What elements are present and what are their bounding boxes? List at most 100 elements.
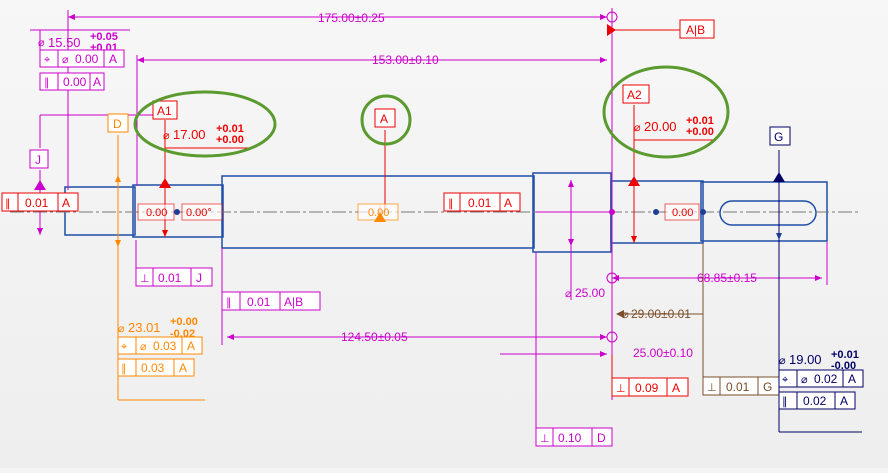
svg-text:⌀: ⌀ [38, 37, 45, 49]
dim-overall[interactable]: 175.00±0.25 [318, 11, 385, 25]
axis-label-left2[interactable]: 0.00° [186, 207, 212, 219]
fcf-par-mid-datum: A [504, 196, 512, 210]
fcf-perp-d-datum: D [597, 431, 606, 445]
fcf-pos-15-value: 0.00 [75, 52, 99, 66]
fcf-par-mid[interactable] [443, 192, 521, 212]
fcf-par-23-value: 0.03 [141, 361, 165, 375]
dia-15-upper: +0.05 [90, 31, 118, 43]
svg-text:⌀: ⌀ [163, 130, 170, 142]
highlight-a1 [133, 90, 277, 158]
fcf-perp-g-datum: G [763, 380, 772, 394]
datum-j-box[interactable] [29, 149, 49, 169]
axis-label-left1[interactable]: 0.00 [146, 207, 167, 219]
magenta-dims [30, 8, 828, 445]
dim-keyway[interactable]: 68.85±0.15 [697, 271, 757, 285]
fcf-par-23-datum: A [179, 361, 187, 375]
position-icon: ⌖ [782, 374, 788, 386]
fcf-perp-d-value: 0.10 [558, 431, 582, 445]
parallelism-icon: ∥ [448, 198, 454, 210]
dia-17-upper: +0.01 [216, 123, 244, 135]
dia-19-lower: -0.00 [831, 360, 856, 372]
fcf-par-mid-value: 0.01 [468, 196, 492, 210]
datum-d-label: D [113, 117, 122, 131]
axis-label-right[interactable]: 0.00 [672, 207, 693, 219]
datum-a1-box[interactable] [152, 100, 178, 120]
position-icon: ⌖ [44, 54, 50, 66]
position-icon: ⌖ [121, 341, 127, 353]
fcf-pos-15-datum: A [109, 52, 117, 66]
svg-text:⌀: ⌀ [118, 323, 125, 335]
fcf-pos-23-datum: A [187, 339, 195, 353]
dim-step[interactable]: 29.00±0.01 [631, 307, 691, 321]
fcf-par-ab[interactable] [221, 291, 321, 311]
dia-20-lower: +0.00 [686, 126, 714, 138]
dim-dia25[interactable]: 25.00 [575, 286, 605, 300]
datum-a1-label: A1 [157, 104, 172, 118]
highlight-a [360, 94, 412, 146]
svg-text:⌀: ⌀ [634, 122, 641, 134]
target-circle [606, 331, 618, 343]
fcf-perp-d[interactable] [535, 427, 613, 447]
dia-23-upper: +0.00 [170, 316, 198, 328]
fcf-perp-a[interactable] [611, 377, 689, 397]
target-circle [606, 11, 618, 23]
parallelism-icon: ∥ [121, 363, 127, 375]
parallelism-icon: ∥ [782, 396, 788, 408]
fcf-pos-19-value: 0.02 [814, 372, 838, 386]
datum-j-label: J [35, 153, 41, 167]
perpendicular-icon: ⊥ [616, 383, 626, 395]
perpendicular-icon: ⊥ [540, 433, 550, 445]
svg-text:⌀: ⌀ [62, 54, 69, 66]
dim-short[interactable]: 25.00±0.10 [633, 346, 693, 360]
dim-between[interactable]: 153.00±0.10 [372, 53, 439, 67]
fcf-pos-23[interactable] [117, 336, 203, 355]
fcf-par-left-datum: A [62, 196, 70, 210]
fcf-par-ab-value: 0.01 [247, 295, 271, 309]
fcf-pos-15[interactable] [39, 49, 125, 68]
center-dot [609, 209, 615, 215]
perpendicular-icon: ⊥ [140, 273, 150, 285]
fcf-par-19-value: 0.02 [803, 394, 827, 408]
parallelism-icon: ∥ [226, 297, 232, 309]
datum-a2-box[interactable] [622, 84, 650, 104]
fcf-par-ab-datum: A|B [284, 295, 303, 309]
svg-text:⌀: ⌀ [801, 374, 808, 386]
orange-dims [115, 135, 381, 401]
dia-19-upper: +0.01 [831, 349, 859, 361]
datum-g-box[interactable] [769, 126, 791, 146]
dia-17-nominal[interactable]: 17.00 [173, 127, 206, 142]
fcf-par-left-value: 0.01 [25, 196, 49, 210]
fcf-pos-19-datum: A [848, 372, 856, 386]
datum-a2-label: A2 [627, 88, 642, 102]
highlight-a2 [602, 65, 730, 159]
fcf-par-15[interactable] [39, 72, 105, 91]
svg-text:⌀: ⌀ [140, 341, 147, 353]
datum-g-label: G [774, 130, 783, 144]
dia-23-nominal[interactable]: 23.01 [128, 320, 161, 335]
fcf-par-left[interactable] [1, 192, 79, 212]
fcf-par-15-value: 0.00 [63, 75, 87, 89]
fcf-par-23[interactable] [117, 358, 195, 377]
datum-ab-box[interactable] [679, 19, 715, 39]
dia-19-nominal[interactable]: 19.00 [789, 352, 822, 367]
datum-a-box[interactable] [374, 108, 396, 128]
fcf-perp-j[interactable] [135, 267, 213, 287]
datum-ab-label: A|B [686, 23, 705, 37]
diameter-symbol: ⌀ [565, 288, 572, 300]
dia-20-nominal[interactable]: 20.00 [644, 119, 677, 134]
fcf-par-15-datum: A [93, 75, 101, 89]
fcf-perp-g-value: 0.01 [726, 380, 750, 394]
svg-text:⌀: ⌀ [779, 355, 786, 367]
svg-text:⌀: ⌀ [622, 309, 629, 321]
fcf-pos-19[interactable] [778, 369, 864, 388]
target-circle [606, 272, 618, 284]
dia-15-nominal[interactable]: 15.50 [48, 35, 81, 50]
fcf-par-19[interactable] [778, 391, 856, 410]
axis-label-mid[interactable]: 0.00 [368, 207, 389, 219]
fcf-perp-j-value: 0.01 [158, 271, 182, 285]
keyway-slot [719, 200, 817, 226]
datum-d-box[interactable] [107, 113, 129, 133]
dim-from-a1[interactable]: 124.50±0.05 [341, 330, 408, 344]
